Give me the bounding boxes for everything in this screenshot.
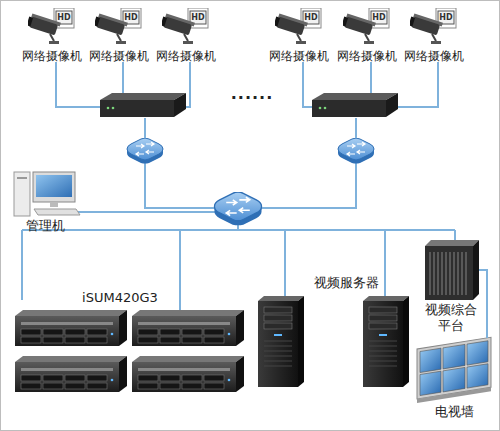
hd-badge: HD <box>438 11 454 24</box>
network-wires <box>22 62 455 312</box>
switch-icons <box>127 138 374 225</box>
device-label: 视频综合 平台 <box>423 302 479 333</box>
platform-node: 视频综合 平台 <box>425 240 479 300</box>
hd-badge: HD <box>56 11 72 24</box>
hd-badge: HD <box>123 11 139 24</box>
tower-servers <box>258 296 409 387</box>
device-label: 网络摄像机 <box>151 49 221 63</box>
hd-badge: HD <box>303 11 319 24</box>
device-label: 网络摄像机 <box>17 49 87 63</box>
camera-node: HD网络摄像机 <box>410 8 458 46</box>
pc-node: 管理机 <box>12 170 78 216</box>
device-label: 管理机 <box>12 218 78 234</box>
device-label: 网络摄像机 <box>399 49 469 63</box>
camera-node: HD网络摄像机 <box>95 8 143 46</box>
device-label: 网络摄像机 <box>84 49 154 63</box>
camera-node: HD网络摄像机 <box>162 8 210 46</box>
device-label: 视频服务器 <box>256 275 436 291</box>
rack-server-node: iSUM420G3 <box>15 308 245 396</box>
device-label: 网络摄像机 <box>332 49 402 63</box>
video-cable <box>479 270 487 338</box>
ellipsis-label: ...... <box>222 84 282 103</box>
camera-node: HD网络摄像机 <box>28 8 76 46</box>
rack-servers <box>15 310 244 392</box>
tower-server-node: 视频服务器 <box>256 294 408 390</box>
tv-wall <box>417 337 491 403</box>
camera-icons <box>26 8 456 44</box>
device-label: 电视墙 <box>415 404 493 420</box>
tv-wall-node: 电视墙 <box>415 338 493 402</box>
hd-badge: HD <box>371 11 387 24</box>
device-label: 网络摄像机 <box>264 49 334 63</box>
video-platform-chassis <box>425 240 479 300</box>
camera-node: HD网络摄像机 <box>275 8 323 46</box>
hd-badge: HD <box>190 11 206 24</box>
camera-node: HD网络摄像机 <box>343 8 391 46</box>
pc-icon <box>14 172 80 216</box>
device-label: iSUM420G3 <box>15 290 225 306</box>
